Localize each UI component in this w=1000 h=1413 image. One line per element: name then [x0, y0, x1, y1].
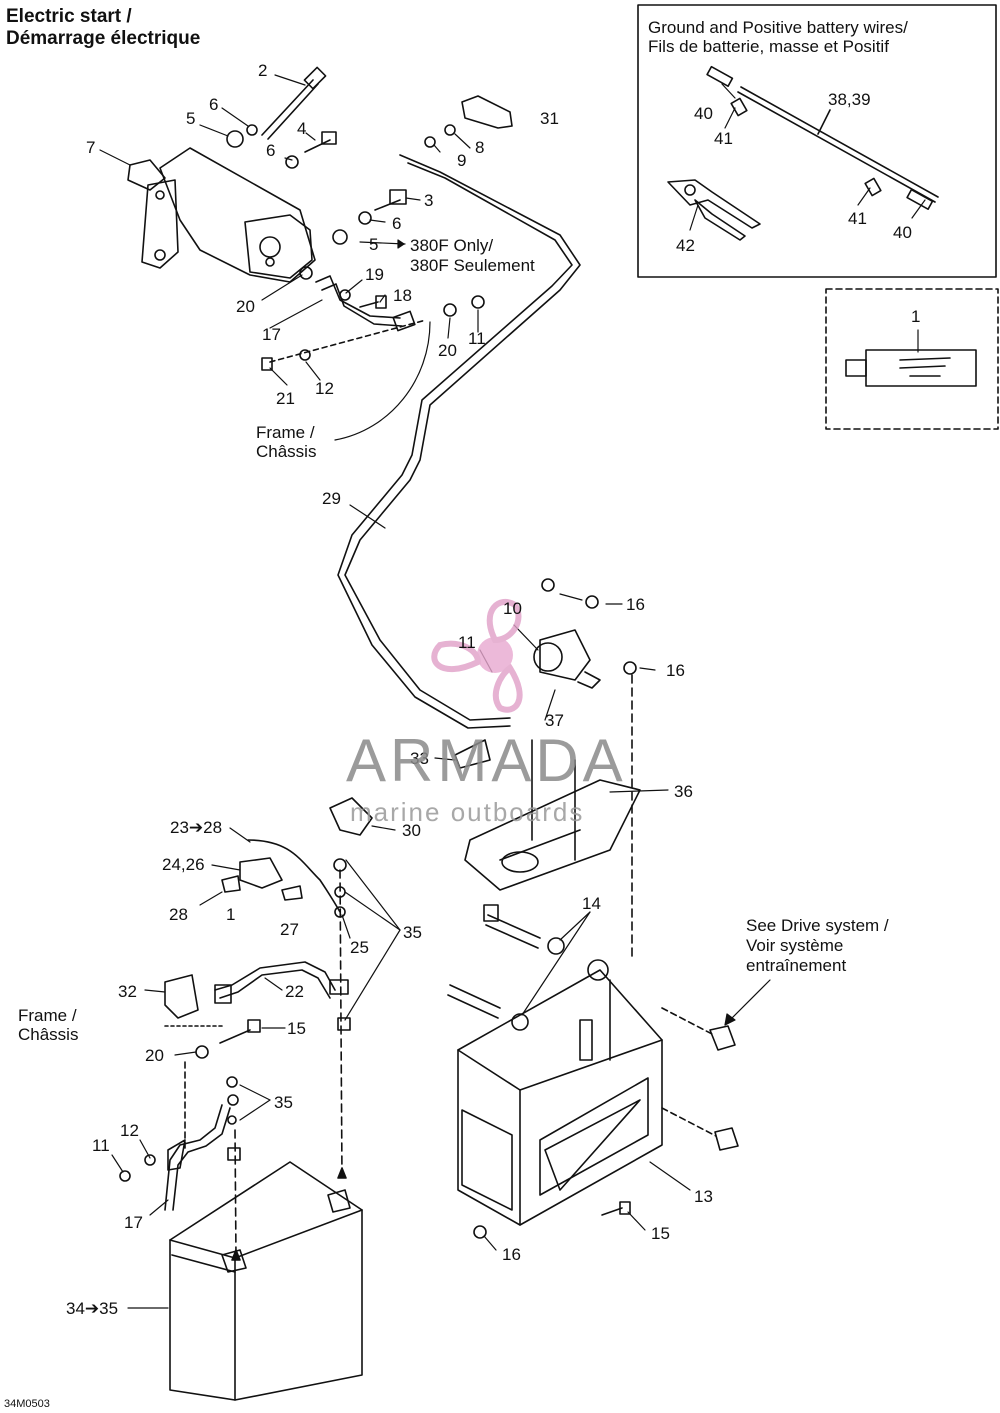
- callout: 31: [540, 109, 559, 128]
- note-frame-lower-fr: Châssis: [18, 1025, 79, 1044]
- callout: 11: [468, 329, 486, 348]
- inset-title-fr: Fils de batterie, masse et Positif: [648, 37, 889, 56]
- callout: 4: [297, 119, 307, 138]
- callout: 6: [392, 214, 402, 233]
- crimp-tool-drawing: [667, 179, 761, 241]
- terminal-boot-31: [424, 95, 513, 148]
- callout: 23➔28: [170, 818, 223, 837]
- callout: 14: [582, 894, 601, 913]
- callout: 33: [410, 749, 429, 768]
- callout: 22: [285, 982, 304, 1001]
- callout: 35: [403, 923, 422, 942]
- note-frame-upper: Frame / Châssis: [256, 423, 316, 461]
- callout: 13: [694, 1187, 713, 1206]
- solenoid-10: [533, 578, 637, 961]
- watermark-tagline: marine outboards: [350, 797, 585, 827]
- callout: 16: [626, 595, 645, 614]
- fuse-holder: [221, 839, 341, 913]
- cable-22: [164, 961, 351, 1031]
- callout: 8: [475, 138, 485, 157]
- callout: 36: [674, 782, 693, 801]
- figure-code: 34M0503: [4, 1398, 50, 1410]
- diagram-title: Electric start / Démarrage électrique: [6, 6, 200, 50]
- note-frame-upper-en: Frame /: [256, 423, 315, 442]
- callout: 15: [287, 1019, 306, 1038]
- note-drive-fr1: Voir système: [746, 936, 844, 955]
- inset-box-grease: [825, 288, 999, 430]
- callout: 35: [274, 1093, 293, 1112]
- callout: 5: [186, 109, 196, 128]
- note-drive-en: See Drive system /: [746, 916, 889, 935]
- grease-tube-drawing: [845, 349, 977, 387]
- callout: 12: [120, 1121, 139, 1140]
- callout: 7: [86, 138, 96, 157]
- note-frame-upper-fr: Châssis: [256, 442, 317, 461]
- inset-title-en: Ground and Positive battery wires/: [648, 18, 908, 37]
- callout: 18: [393, 286, 412, 305]
- note-drive-system: See Drive system / Voir système entraîne…: [746, 916, 889, 976]
- inset-callout: 41: [714, 129, 733, 148]
- callout: 29: [322, 489, 341, 508]
- note-frame-lower: Frame / Châssis: [18, 1006, 78, 1044]
- positive-cable-29: [337, 154, 581, 729]
- battery-34: [169, 1161, 363, 1401]
- battery-tray-13: [447, 904, 739, 1239]
- inset-box-battery-wires: [637, 4, 997, 278]
- callout: 15: [651, 1224, 670, 1243]
- inset-callout: 41: [848, 209, 867, 228]
- inset-callout: 42: [676, 236, 695, 255]
- title-line-fr: Démarrage électrique: [6, 28, 201, 49]
- callout: 19: [365, 265, 384, 284]
- starter-motor-drawing: [127, 147, 316, 283]
- callout: 30: [402, 821, 421, 840]
- callout: 28: [169, 905, 188, 924]
- inset-box-title: Ground and Positive battery wires/ Fils …: [648, 18, 908, 56]
- watermark-propeller-logo: [431, 598, 523, 713]
- title-line-en: Electric start /: [6, 6, 132, 27]
- note-380f: 380F Only/ 380F Seulement: [410, 236, 535, 276]
- bracket-36: [454, 739, 641, 891]
- inset-callout: 40: [893, 223, 912, 242]
- callout: 16: [666, 661, 685, 680]
- callout: 17: [124, 1213, 143, 1232]
- callout: 20: [145, 1046, 164, 1065]
- note-380f-fr: 380F Seulement: [410, 256, 535, 275]
- callout: 5: [369, 235, 379, 254]
- callout: 10: [503, 599, 522, 618]
- callout: 12: [315, 379, 334, 398]
- callout: 9: [457, 151, 467, 170]
- callout: 32: [118, 982, 137, 1001]
- callout: 2: [258, 61, 268, 80]
- inset-callout: 40: [694, 104, 713, 123]
- inset-callout: 38,39: [828, 90, 871, 109]
- callout: 20: [438, 341, 457, 360]
- callout: 24,26: [162, 855, 205, 874]
- note-frame-lower-en: Frame /: [18, 1006, 77, 1025]
- callout: 1: [226, 905, 236, 924]
- note-380f-en: 380F Only/: [410, 236, 494, 255]
- callout: 3: [424, 191, 434, 210]
- battery-wire-drawing: [706, 65, 939, 210]
- callout: 20: [236, 297, 255, 316]
- starter-fasteners: [226, 66, 485, 371]
- callout: 25: [350, 938, 369, 957]
- leader-lines: [99, 74, 926, 1309]
- callout: 11: [458, 633, 476, 652]
- callout: 6: [209, 95, 219, 114]
- inset-callout: 1: [911, 307, 921, 326]
- callout: 6: [266, 141, 276, 160]
- note-drive-fr2: entraînement: [746, 956, 847, 975]
- callout: 11: [92, 1136, 110, 1155]
- callout: 16: [502, 1245, 521, 1264]
- watermark-brand: ARMADA: [346, 727, 627, 794]
- callout: 17: [262, 325, 281, 344]
- boot-30: [329, 797, 373, 1179]
- callout: 27: [280, 920, 299, 939]
- callout: 21: [276, 389, 295, 408]
- callout: 34➔35: [66, 1299, 119, 1318]
- callout: 37: [545, 711, 564, 730]
